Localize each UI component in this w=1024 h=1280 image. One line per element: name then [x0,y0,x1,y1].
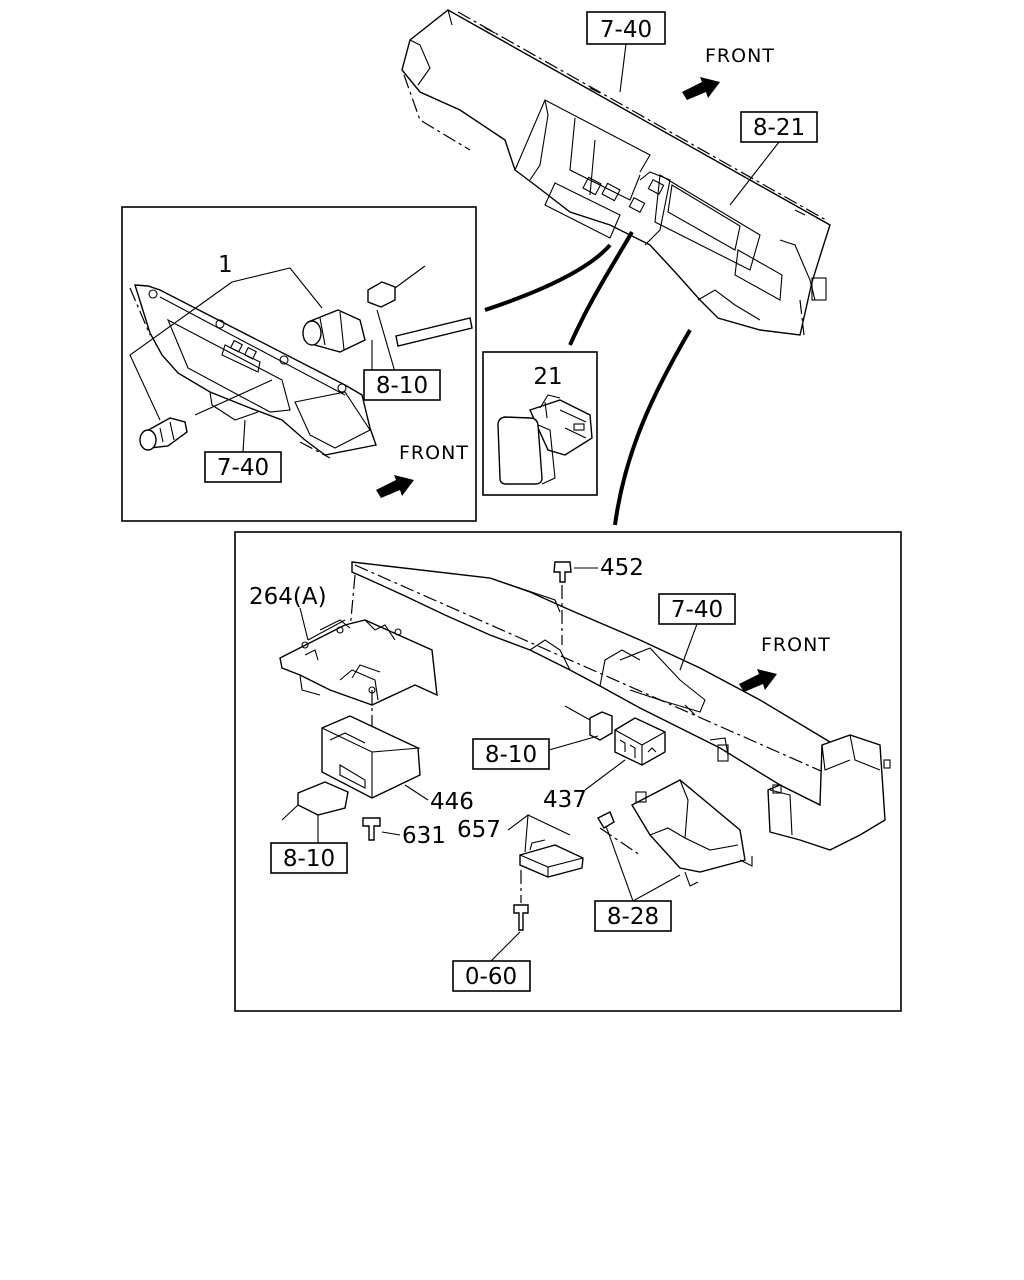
callout-text: 8-28 [607,904,659,930]
callout-text: 7-40 [600,17,652,43]
callout-text: 7-40 [217,455,269,481]
callout-8-28[interactable]: 8-28 [594,900,672,932]
leader-line [679,623,698,671]
callout-text: 8-21 [753,115,805,141]
leader-line [548,735,599,751]
front-arrow-icon [682,77,720,100]
leader-line [729,141,780,206]
inset-part-21 [482,351,598,496]
part-264a-label: 264(A) [249,584,327,610]
leader-line [584,759,626,791]
callout-text: 8-10 [376,373,428,399]
leader-line [490,931,521,962]
leader-line [619,43,627,93]
part-21-label: 21 [533,364,562,390]
front-label-inset: FRONT [399,442,469,464]
callout-0-60[interactable]: 0-60 [452,960,531,992]
part-631-label: 631 [402,823,446,849]
part-452-label: 452 [600,555,644,581]
callout-7-40-inset[interactable]: 7-40 [204,451,282,483]
part-1-label: 1 [218,252,233,278]
callout-8-10-inset[interactable]: 8-10 [363,369,441,401]
leader-line [404,784,429,801]
lead-to-inset-21 [568,230,634,346]
leader-line [242,419,246,453]
inset-switch-panel [121,206,477,522]
callout-8-10-lower[interactable]: 8-10 [270,842,348,874]
callout-8-21[interactable]: 8-21 [740,111,818,143]
front-arrow-icon [376,475,414,498]
part-437-label: 437 [543,787,587,813]
leader-line [507,813,571,853]
callout-text: 7-40 [671,597,723,623]
callout-7-40-top[interactable]: 7-40 [586,11,666,45]
front-arrow-icon [739,669,777,692]
part-657-label: 657 [457,817,501,843]
lead-to-inset-left [484,243,612,312]
part-446-label: 446 [430,789,474,815]
callout-text: 0-60 [465,964,517,990]
front-label-top: FRONT [705,45,775,67]
lead-to-lower-panel [613,328,692,526]
lower-detail-panel [234,531,902,1012]
dashboard-assembly [401,9,831,336]
leader-line [299,607,309,641]
front-label-lower: FRONT [761,634,831,656]
callout-text: 8-10 [283,846,335,872]
leader-line [605,825,681,902]
callout-text: 8-10 [485,742,537,768]
leader-line [381,831,401,836]
callout-8-10-mid[interactable]: 8-10 [472,738,550,770]
callout-7-40-lower[interactable]: 7-40 [658,593,736,625]
